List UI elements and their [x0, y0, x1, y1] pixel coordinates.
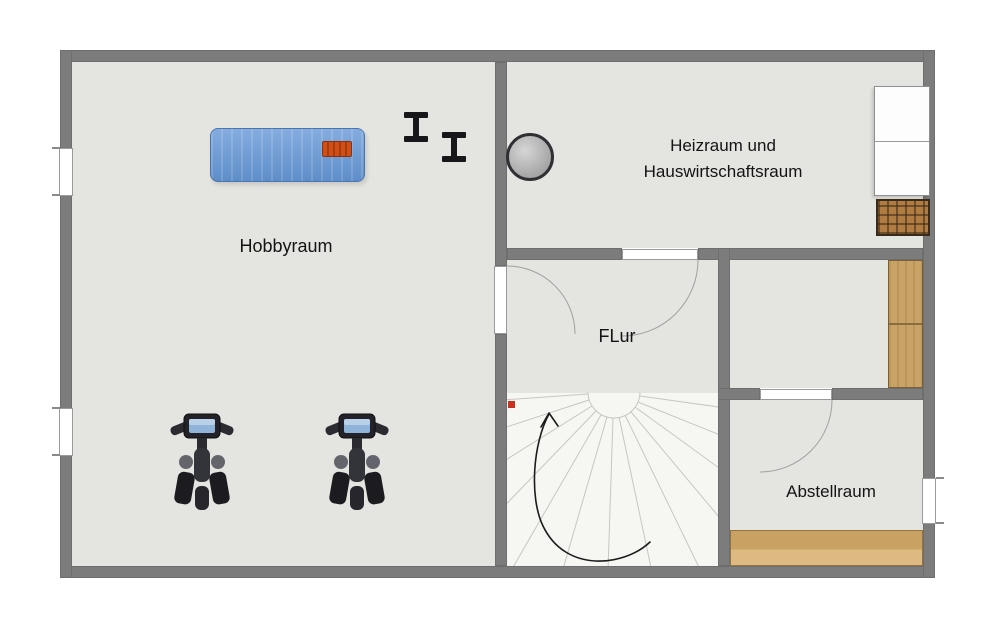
wall-hobby-flur-lower — [495, 334, 507, 566]
room-flur-floor — [507, 260, 718, 566]
wall-hobby-flur-upper — [495, 62, 507, 266]
window-tick — [52, 147, 60, 149]
window-tick — [52, 407, 60, 409]
storage-crate — [876, 199, 930, 236]
wall-outer-bottom — [60, 566, 935, 578]
window-right — [922, 478, 936, 524]
window-left-lower — [59, 408, 73, 456]
room-label-hobbyraum: Hobbyraum — [239, 236, 333, 256]
wall-outer-top — [60, 50, 935, 62]
toolbox-icon — [322, 141, 352, 157]
wall-cabinets — [874, 86, 930, 196]
stair-entry-marker — [508, 401, 515, 408]
door-flur-heizraum — [622, 249, 698, 260]
wall-abstellraum-left — [718, 388, 760, 400]
wall-abstellraum-right — [832, 388, 923, 400]
storage-shelf — [730, 530, 923, 566]
wall-heizraum-right — [698, 248, 923, 260]
boiler-tank — [506, 133, 554, 181]
window-tick — [936, 522, 944, 524]
wall-flur-right — [718, 248, 730, 566]
window-tick — [52, 194, 60, 196]
room-heizraum-floor — [507, 62, 923, 248]
window-left-upper — [59, 148, 73, 196]
window-tick — [936, 477, 944, 479]
cabinet-divider — [875, 141, 929, 142]
wardrobe-divider — [889, 323, 922, 325]
wall-outer-left — [60, 50, 72, 578]
room-label-heizraum: Heizraum und Hauswirtschaftsraum — [643, 136, 803, 182]
wall-heizraum-left — [507, 248, 622, 260]
door-hobbyraum-flur — [494, 266, 507, 334]
window-tick — [52, 454, 60, 456]
room-label-abstellraum: Abstellraum — [786, 482, 876, 501]
door-abstellraum — [760, 389, 832, 400]
room-label-flur: FLur — [598, 326, 636, 346]
wardrobe — [888, 260, 923, 388]
